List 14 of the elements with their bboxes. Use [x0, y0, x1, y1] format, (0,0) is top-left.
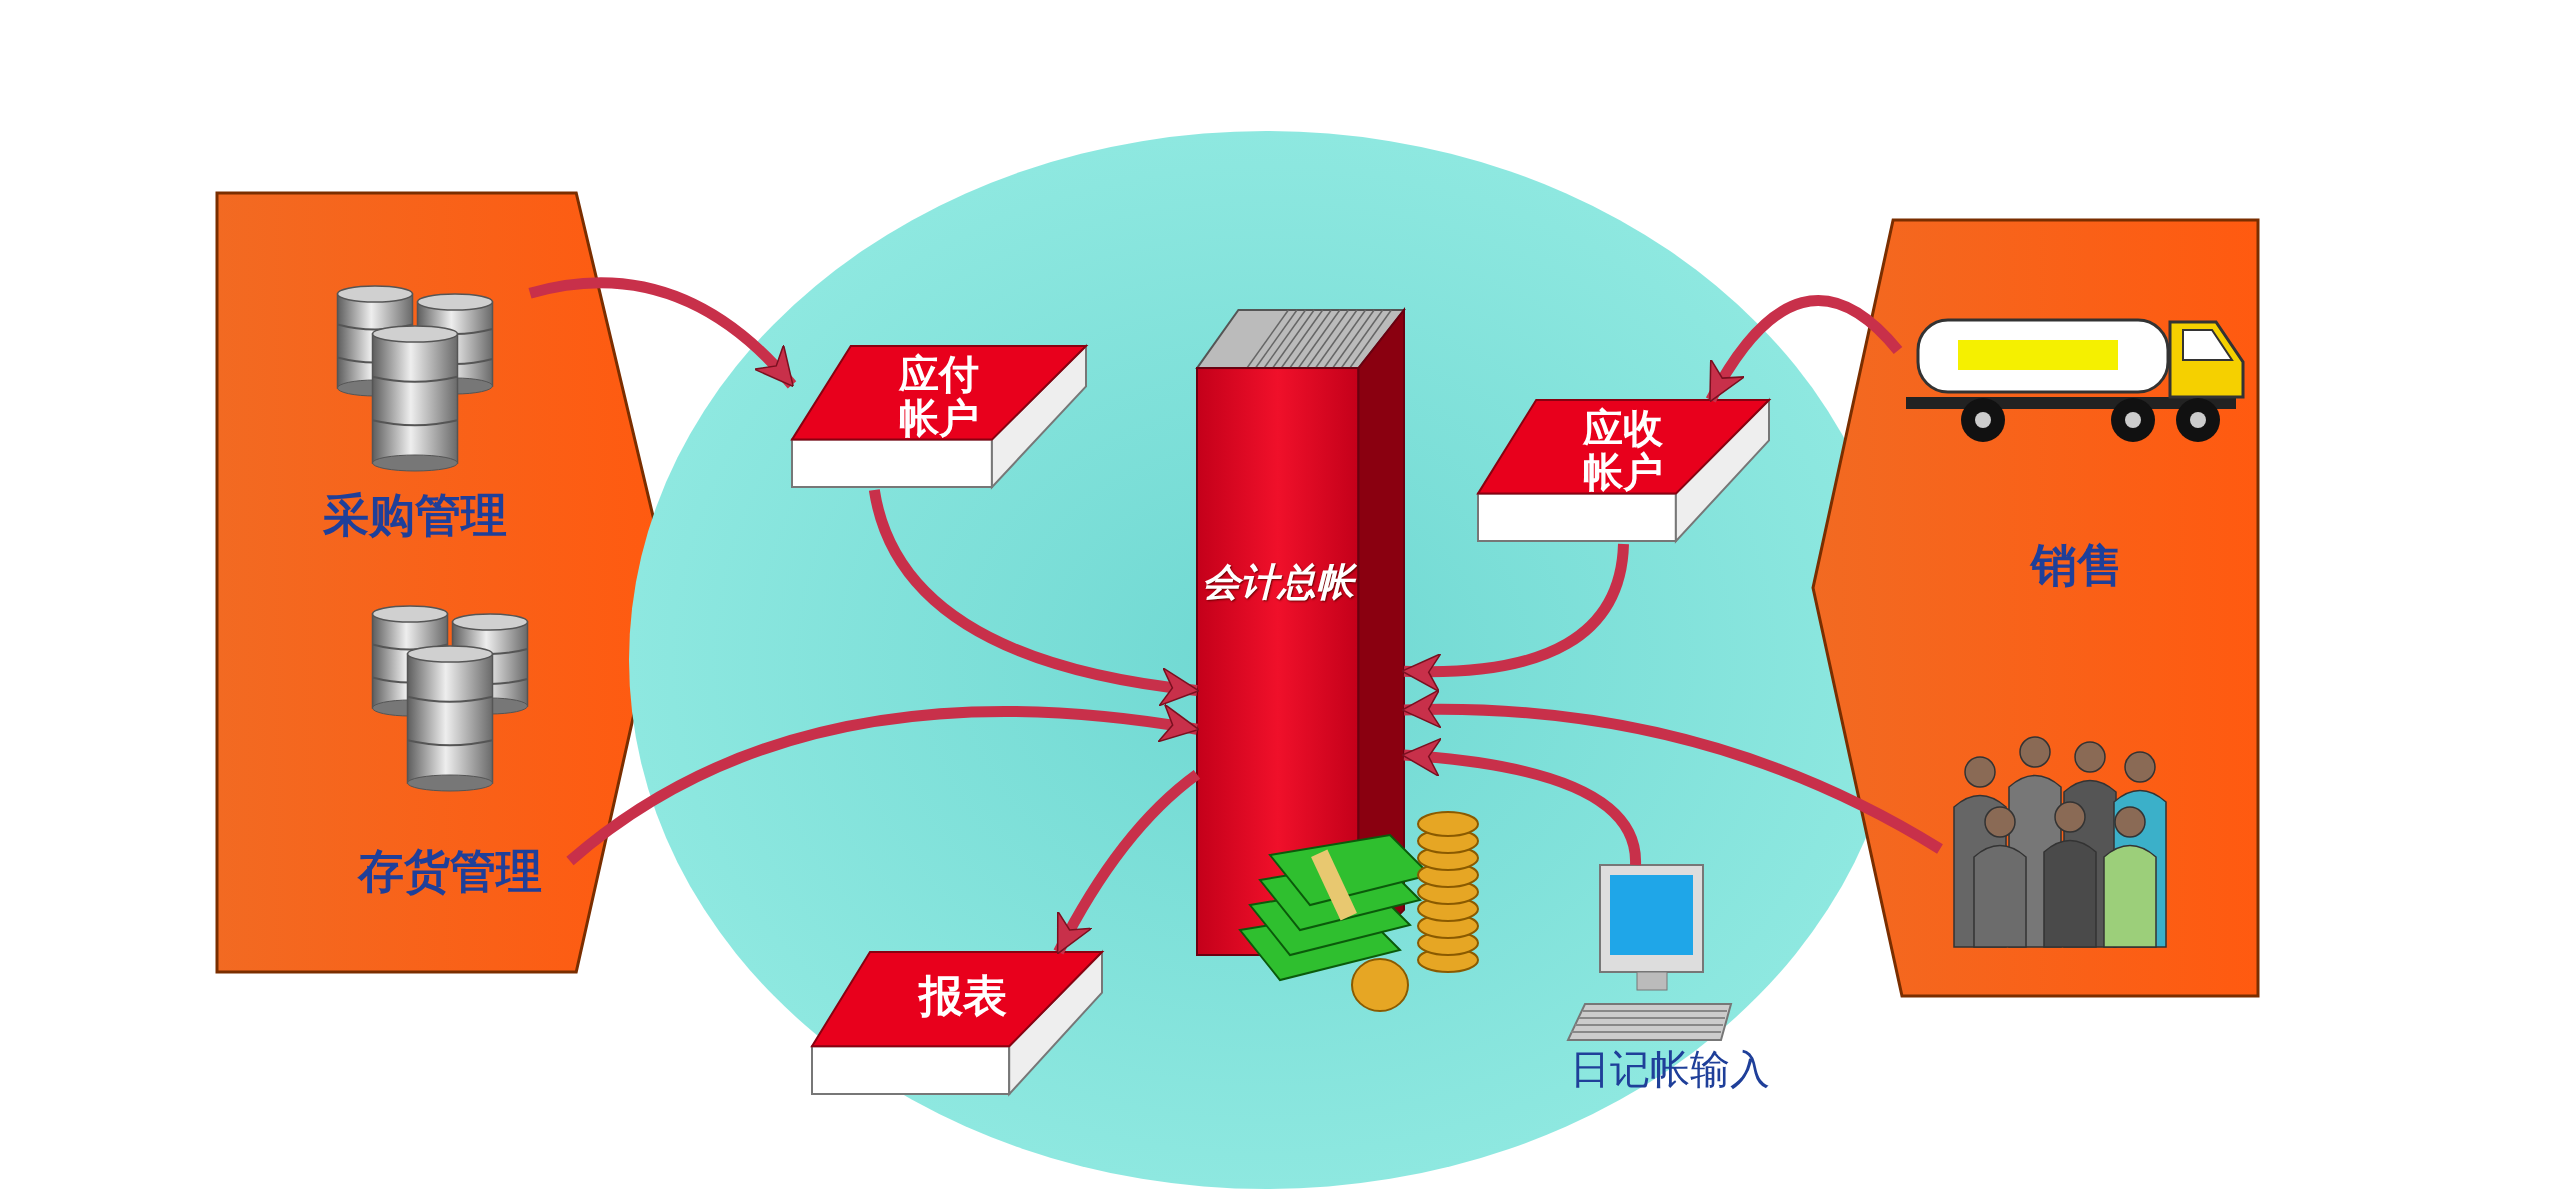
curved-arrow [528, 277, 797, 389]
curved-arrow [1401, 543, 1629, 692]
caption-label: 日记帐输入 [1569, 1047, 1771, 1091]
curved-arrow [868, 488, 1200, 706]
book-title: 应付帐户 [898, 352, 980, 440]
book-title: 应收帐户 [1582, 406, 1664, 494]
curved-arrow [1401, 689, 1943, 854]
group-label: 采购管理 [322, 490, 508, 541]
book-title: 报表 [917, 972, 1008, 1021]
panel-label: 销售 [2028, 540, 2124, 591]
book-title: 会计总帐 [1197, 562, 1358, 604]
curved-arrow [1401, 738, 1641, 866]
group-label: 存货管理 [356, 846, 543, 897]
curved-arrow [1053, 770, 1201, 955]
